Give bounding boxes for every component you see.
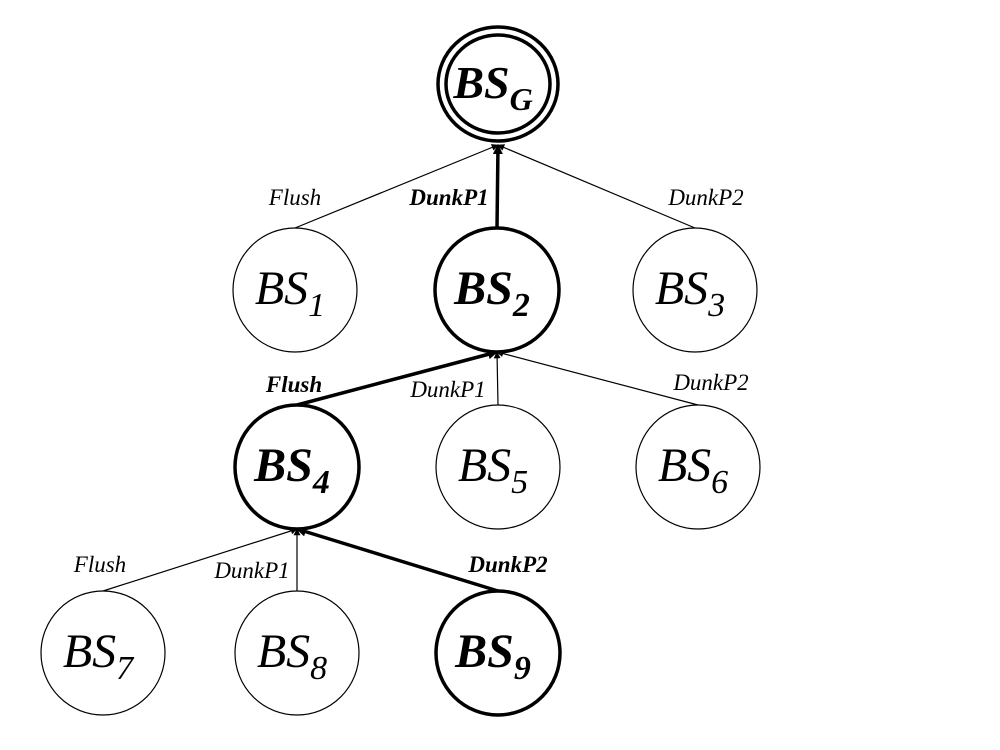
node-label-subscript: 5 (511, 464, 528, 501)
goal-outer-ring (436, 25, 560, 143)
node-label-base: BS (253, 439, 313, 492)
edge-bs3-to-bsg (497, 144, 696, 229)
node-circle (234, 590, 360, 716)
node-circle (635, 404, 761, 530)
node-label-base: BS (63, 625, 116, 678)
edge-bs6-to-bs2 (496, 350, 699, 406)
node-circle (434, 589, 562, 717)
node-label-bs6: BS6 (658, 439, 728, 501)
node-label-base: BS (453, 262, 513, 315)
node-label-subscript: 2 (512, 287, 530, 324)
node-label-bs1: BS1 (255, 262, 325, 324)
node-bsg: BSG (436, 25, 560, 143)
node-label-base: BS (255, 262, 308, 315)
node-bs6: BS6 (635, 404, 761, 530)
edge-label-bs9-to-bs4: DunkP2 (467, 552, 547, 577)
node-label-subscript: 4 (312, 464, 330, 501)
node-label-subscript: 1 (308, 287, 325, 324)
node-bs3: BS3 (632, 227, 758, 353)
node-circle (632, 227, 758, 353)
node-circle (40, 590, 166, 716)
node-bs9: BS9 (434, 589, 562, 717)
node-label-subscript: 6 (711, 464, 728, 501)
node-circle (232, 227, 358, 353)
node-label-subscript: 7 (116, 650, 135, 687)
edge-label-bs2-to-bsg: DunkP1 (408, 185, 488, 210)
node-bs5: BS5 (435, 404, 561, 530)
edge-bs7-to-bs4 (102, 527, 298, 592)
node-circle (233, 403, 361, 531)
node-label-bs8: BS8 (257, 625, 327, 687)
node-label-bsg: BSG (452, 57, 532, 117)
edge-bs2-to-bsg (492, 144, 503, 229)
node-label-bs7: BS7 (63, 625, 135, 687)
edge-label-bs5-to-bs2: DunkP1 (409, 377, 485, 402)
node-bs7: BS7 (40, 590, 166, 716)
edge-bs4-to-bs2 (296, 349, 498, 407)
goal-inner-ring (444, 33, 552, 135)
node-label-bs9: BS9 (454, 625, 531, 687)
node-label-base: BS (257, 625, 310, 678)
node-bs8: BS8 (234, 590, 360, 716)
node-circle (435, 404, 561, 530)
node-label-subscript: 9 (514, 650, 531, 687)
edge-label-bs1-to-bsg: Flush (268, 185, 321, 210)
node-label-bs5: BS5 (458, 439, 528, 501)
edge-label-bs7-to-bs4: Flush (73, 552, 126, 577)
node-label-bs3: BS3 (655, 262, 725, 324)
node-circle (433, 226, 561, 354)
edge-bs9-to-bs4 (296, 526, 499, 593)
edge-label-bs8-to-bs4: DunkP1 (213, 558, 289, 583)
node-label-subscript: 3 (707, 287, 725, 324)
edge-bs5-to-bs2 (493, 351, 501, 406)
node-label-bs4: BS4 (253, 439, 330, 501)
node-bs1: BS1 (232, 227, 358, 353)
node-label-base: BS (658, 439, 711, 492)
node-label-base: BS (454, 625, 514, 678)
node-label-bs2: BS2 (453, 262, 530, 324)
node-label-base: BS (655, 262, 708, 315)
edge-label-bs4-to-bs2: Flush (265, 372, 322, 397)
node-label-subscript: G (510, 81, 533, 117)
node-bs4: BS4 (233, 403, 361, 531)
edge-label-bs6-to-bs2: DunkP2 (672, 370, 748, 395)
node-label-subscript: 8 (310, 650, 327, 687)
node-bs2: BS2 (433, 226, 561, 354)
node-label-base: BS (458, 439, 511, 492)
edge-bs1-to-bsg (294, 144, 499, 229)
node-label-base: BS (452, 57, 509, 108)
edges-layer (102, 144, 699, 593)
edge-label-bs3-to-bsg: DunkP2 (667, 185, 743, 210)
